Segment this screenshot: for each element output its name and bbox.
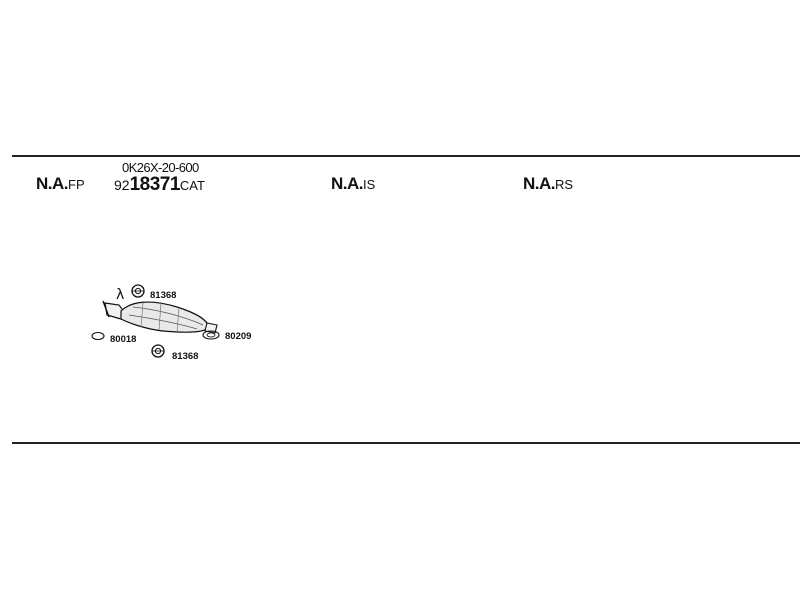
bottom-divider xyxy=(12,442,800,444)
callout-gasket-left: 80018 xyxy=(110,334,136,345)
section-label-is: N.A.IS xyxy=(331,174,376,193)
gasket-ring-icon xyxy=(131,284,145,298)
gasket-ring-icon xyxy=(151,344,165,358)
gasket-oval-icon xyxy=(91,331,105,341)
callout-gasket-top: 81368 xyxy=(150,290,176,301)
callout-gasket-right: 80209 xyxy=(225,331,251,342)
exhaust-parts-diagram: λ 81368 80018 80209 xyxy=(85,275,265,375)
catalytic-converter-drawing: λ 81368 80018 80209 xyxy=(91,284,251,362)
top-divider xyxy=(12,155,800,157)
section-label-rs: N.A.RS xyxy=(523,174,574,193)
catalytic-converter-part-number: 9218371CAT xyxy=(114,174,205,195)
gasket-oval-icon xyxy=(202,330,220,340)
section-label-fp: N.A.FP xyxy=(36,174,85,193)
catalytic-converter-reference-code: 0K26X-20-600 xyxy=(122,160,199,175)
lambda-sensor-symbol: λ xyxy=(116,287,124,303)
catalytic-converter-icon xyxy=(102,300,218,334)
callout-gasket-bottom: 81368 xyxy=(172,351,198,362)
